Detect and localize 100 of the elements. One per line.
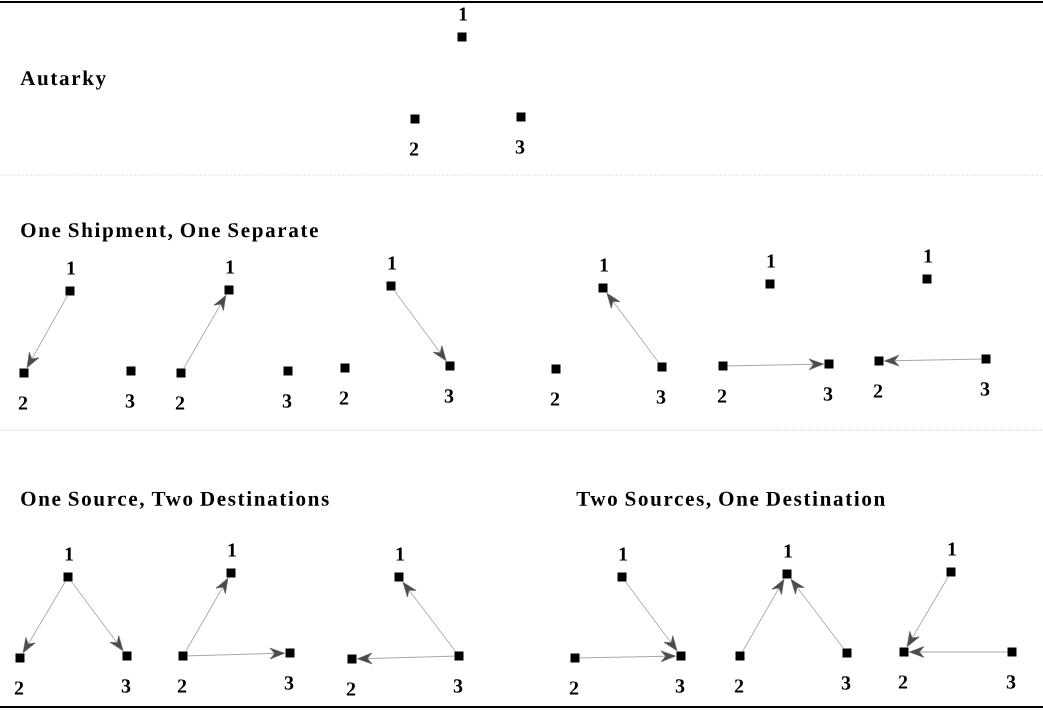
point-number: 2 bbox=[175, 396, 185, 410]
point-marker bbox=[126, 366, 136, 376]
point-marker bbox=[19, 368, 29, 378]
point-marker bbox=[735, 651, 745, 661]
point-number: 1 bbox=[924, 249, 932, 263]
point-marker bbox=[178, 651, 188, 661]
point-number: 1 bbox=[396, 547, 404, 561]
arrow bbox=[742, 579, 785, 652]
point-marker bbox=[657, 362, 667, 372]
point-marker bbox=[551, 364, 561, 374]
point-marker bbox=[386, 281, 396, 291]
arrow bbox=[625, 581, 678, 651]
point-number: 3 bbox=[453, 679, 463, 693]
arrow bbox=[579, 650, 676, 663]
point-number: 2 bbox=[569, 681, 579, 695]
point-number: 2 bbox=[717, 389, 727, 403]
point-number: 2 bbox=[550, 392, 560, 406]
point-number: 2 bbox=[339, 391, 349, 405]
point-marker bbox=[899, 647, 909, 657]
point-number: 2 bbox=[346, 682, 356, 696]
point-number: 2 bbox=[734, 679, 744, 693]
arrow bbox=[790, 579, 844, 649]
point-marker bbox=[570, 653, 580, 663]
point-marker bbox=[445, 361, 455, 371]
point-number: 3 bbox=[656, 390, 666, 404]
point-number: 2 bbox=[873, 384, 883, 398]
point-number: 2 bbox=[177, 679, 187, 693]
point-number: 3 bbox=[980, 382, 990, 396]
point-number: 2 bbox=[409, 142, 419, 156]
point-number: 3 bbox=[444, 389, 454, 403]
point-marker bbox=[176, 368, 186, 378]
point-marker bbox=[65, 286, 75, 296]
arrow bbox=[909, 646, 1008, 658]
point-number: 3 bbox=[841, 676, 851, 690]
arrow bbox=[402, 582, 456, 652]
arrow bbox=[187, 647, 285, 660]
arrow bbox=[22, 581, 66, 653]
point-marker bbox=[842, 648, 852, 658]
point-number: 1 bbox=[767, 254, 775, 268]
point-marker bbox=[617, 572, 627, 582]
point-number: 3 bbox=[515, 140, 525, 154]
point-number: 3 bbox=[284, 676, 294, 690]
point-marker bbox=[598, 283, 608, 293]
arrow bbox=[606, 293, 659, 363]
arrow bbox=[357, 652, 455, 665]
arrow bbox=[884, 354, 982, 367]
point-number: 3 bbox=[282, 394, 292, 408]
point-number: 2 bbox=[18, 396, 28, 410]
point-number: 3 bbox=[121, 679, 131, 693]
point-marker bbox=[394, 572, 404, 582]
point-number: 1 bbox=[784, 544, 792, 558]
point-number: 1 bbox=[388, 256, 396, 270]
arrow bbox=[906, 576, 949, 647]
point-marker bbox=[981, 354, 991, 364]
arrow bbox=[185, 578, 229, 652]
point-number: 1 bbox=[459, 7, 467, 21]
point-marker bbox=[782, 569, 792, 579]
point-marker bbox=[347, 654, 357, 664]
point-marker bbox=[283, 366, 293, 376]
point-marker bbox=[410, 114, 420, 124]
arrow bbox=[394, 290, 447, 361]
point-marker bbox=[718, 361, 728, 371]
section-heading: One Source, Two Destinations bbox=[21, 491, 329, 509]
point-number: 1 bbox=[67, 261, 75, 275]
section-heading: Autarky bbox=[20, 70, 106, 90]
arrow bbox=[71, 581, 124, 651]
point-marker bbox=[676, 651, 686, 661]
arrow bbox=[26, 295, 68, 368]
point-number: 1 bbox=[226, 260, 234, 274]
point-marker bbox=[765, 279, 775, 289]
point-marker bbox=[226, 568, 236, 578]
section-heading: One Shipment, One Separate bbox=[21, 222, 318, 242]
point-number: 2 bbox=[14, 681, 24, 695]
point-marker bbox=[874, 356, 884, 366]
point-number: 1 bbox=[65, 547, 73, 561]
point-marker bbox=[63, 572, 73, 582]
point-marker bbox=[15, 653, 25, 663]
point-number: 3 bbox=[1006, 675, 1016, 689]
arrow bbox=[727, 358, 824, 371]
point-number: 2 bbox=[898, 675, 908, 689]
point-marker bbox=[516, 112, 526, 122]
point-marker bbox=[824, 359, 834, 369]
point-marker bbox=[340, 363, 350, 373]
point-marker bbox=[122, 651, 132, 661]
point-marker bbox=[285, 648, 295, 658]
point-number: 1 bbox=[619, 547, 627, 561]
point-marker bbox=[1007, 647, 1017, 657]
section-heading: Two Sources, One Destination bbox=[576, 491, 885, 509]
point-marker bbox=[454, 651, 464, 661]
point-number: 1 bbox=[228, 543, 236, 557]
point-number: 3 bbox=[125, 394, 135, 408]
point-marker bbox=[457, 32, 467, 42]
point-number: 1 bbox=[948, 542, 956, 556]
point-number: 3 bbox=[675, 679, 685, 693]
point-marker bbox=[922, 274, 932, 284]
point-marker bbox=[946, 567, 956, 577]
point-number: 3 bbox=[823, 387, 833, 401]
point-marker bbox=[224, 285, 234, 295]
arrow bbox=[183, 295, 227, 369]
point-number: 1 bbox=[600, 258, 608, 272]
